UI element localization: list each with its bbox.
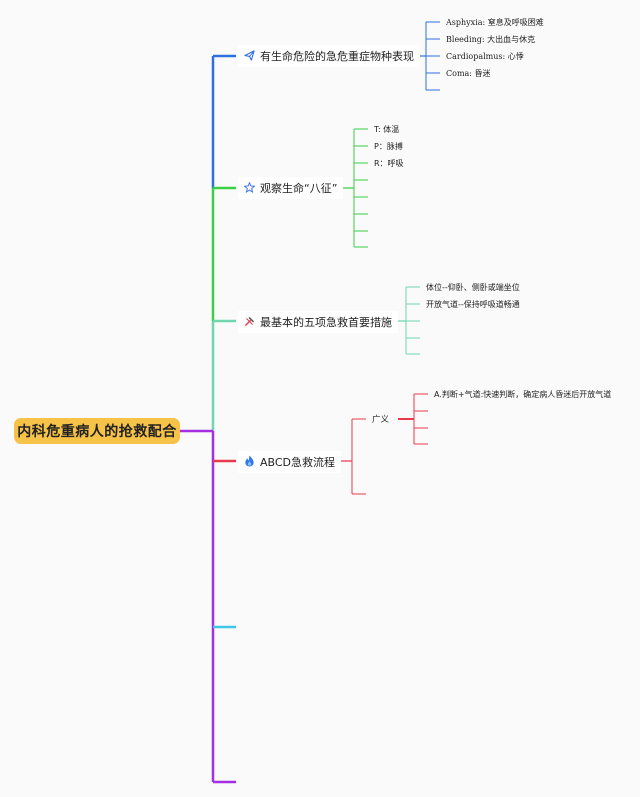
leaf-coma[interactable]: Coma: 昏迷 xyxy=(446,69,491,78)
leaf-bleeding[interactable]: Bleeding: 大出血与休克 xyxy=(446,35,536,44)
branch-label: 有生命危险的急危重症物种表现 xyxy=(260,50,414,63)
tools-icon xyxy=(244,316,255,329)
star-icon xyxy=(243,181,256,195)
leaf-temperature[interactable]: T: 体温 xyxy=(374,125,400,134)
branch-five-measures[interactable]: 最基本的五项急救首要措施 xyxy=(238,311,398,333)
branch-abcd-flow[interactable]: ABCD急救流程 xyxy=(238,451,342,473)
leaf-airway[interactable]: 开放气道--保持呼吸道畅通 xyxy=(426,300,520,309)
branch-label: ABCD急救流程 xyxy=(260,456,336,469)
leaf-cardiopalmus[interactable]: Cardiopalmus: 心悸 xyxy=(446,52,524,61)
branch-danger-signs[interactable]: 有生命危险的急危重症物种表现 xyxy=(238,45,420,67)
branch-label: 观察生命“八征” xyxy=(260,182,338,195)
sub-topic-broad-sense[interactable]: 广义 xyxy=(372,415,390,425)
paper-plane-icon xyxy=(244,49,255,63)
root-topic[interactable]: 内科危重病人的抢救配合 xyxy=(14,418,180,444)
leaf-respiration[interactable]: R：呼吸 xyxy=(374,159,404,168)
leaf-position[interactable]: 体位--仰卧、侧卧或端坐位 xyxy=(426,283,520,292)
leaf-pulse[interactable]: P：脉搏 xyxy=(374,142,403,151)
leaf-a-judgement-airway[interactable]: A.判断+气道:快速判断，确定病人昏迷后开放气道 xyxy=(434,390,612,399)
branch-label: 最基本的五项急救首要措施 xyxy=(260,316,392,329)
flame-icon xyxy=(244,455,255,469)
leaf-asphyxia[interactable]: Asphyxia: 窒息及呼吸困难 xyxy=(446,18,544,27)
branch-eight-signs[interactable]: 观察生命“八征” xyxy=(238,177,344,199)
